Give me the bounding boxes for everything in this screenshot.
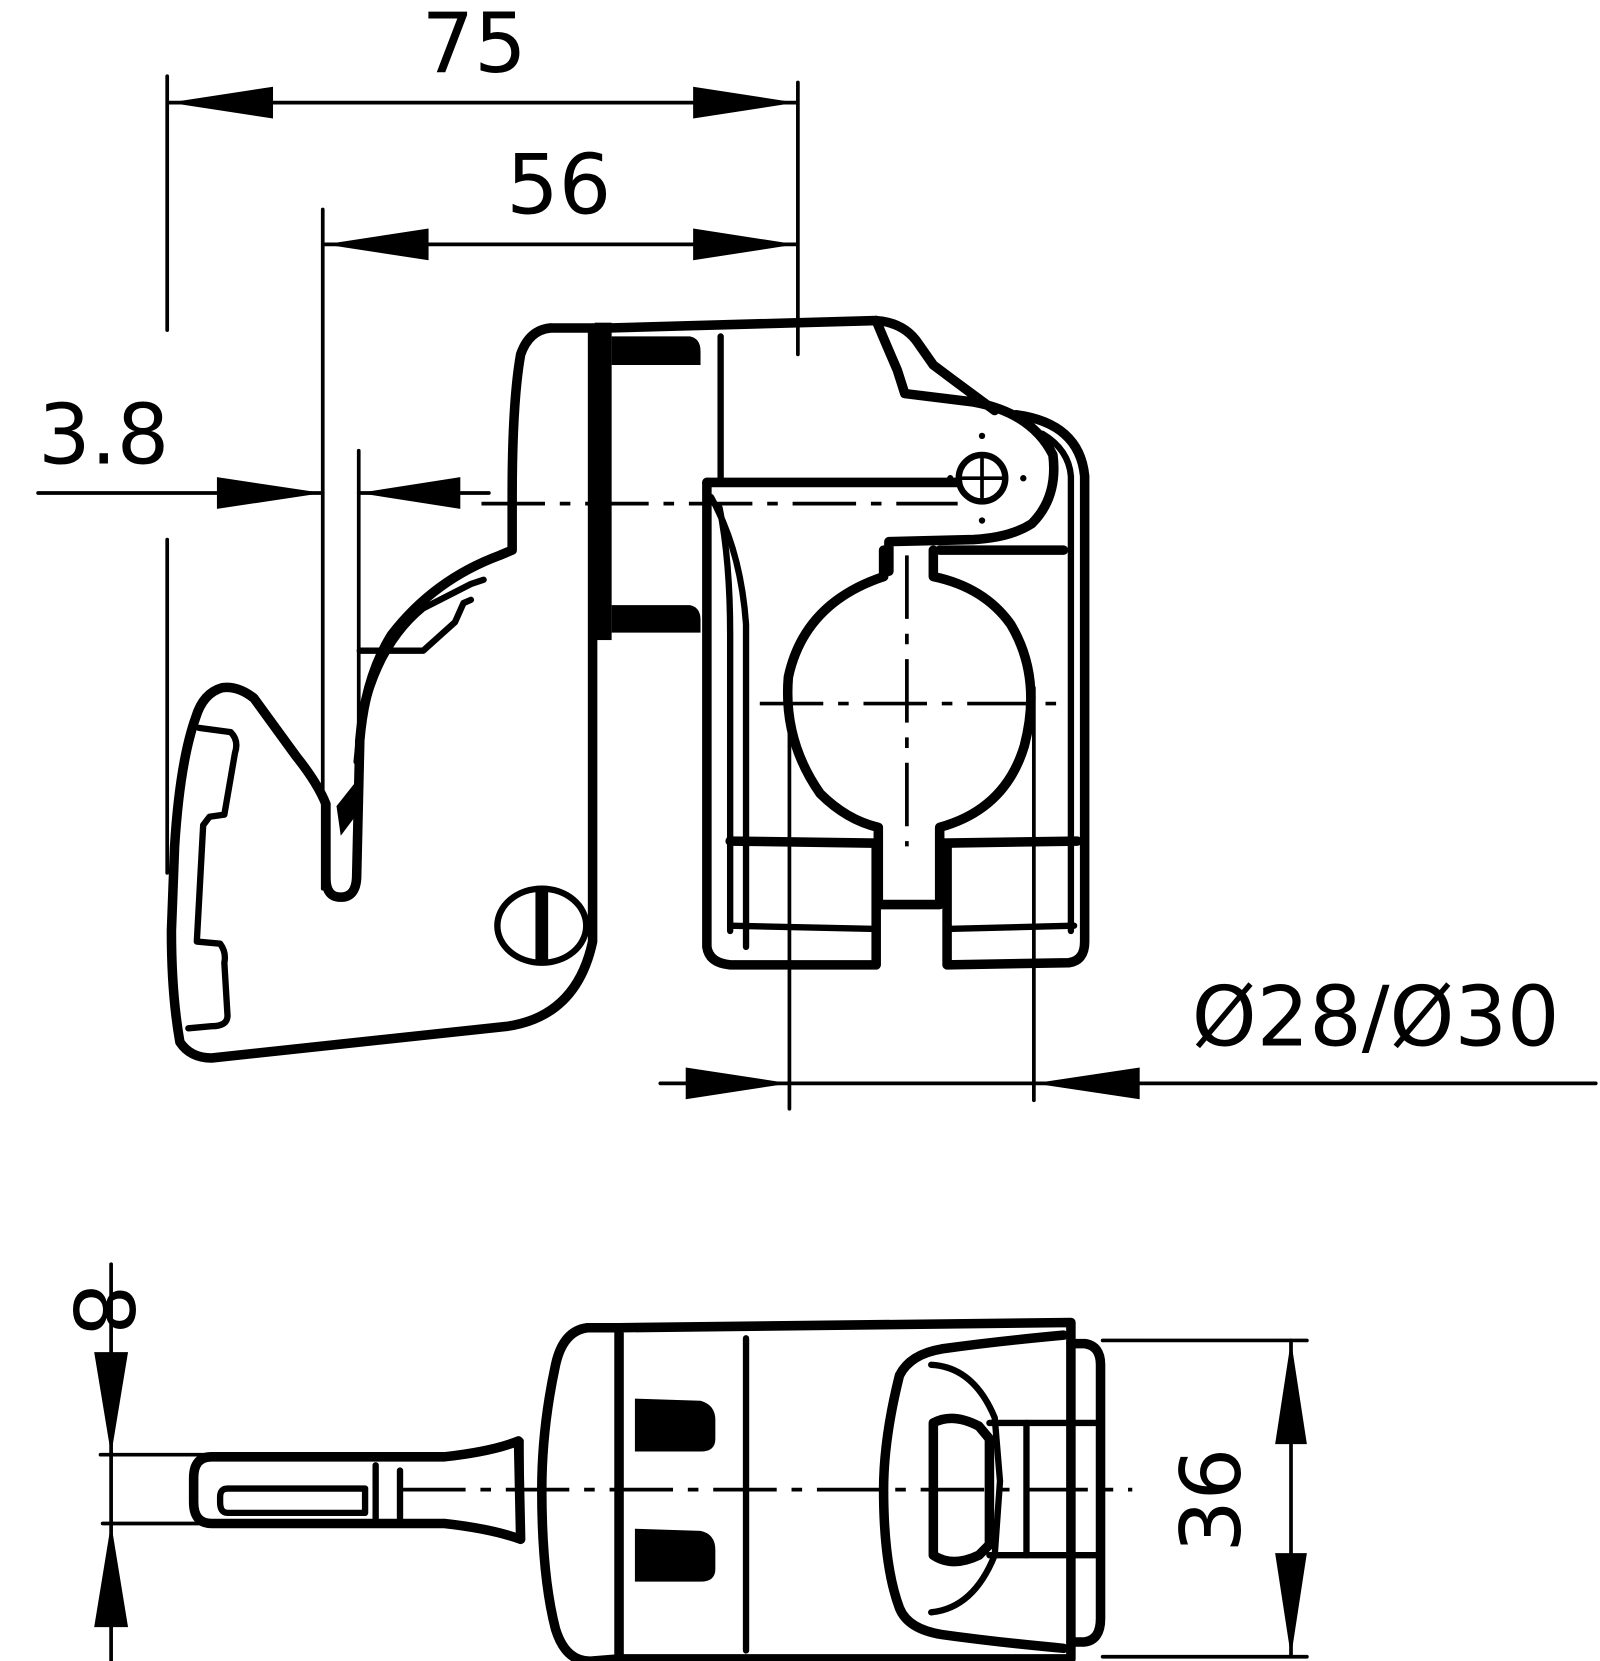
dimension-56-label: 56 (506, 138, 611, 234)
side-view-clamp (702, 315, 1090, 1111)
dimension-56: 56 (320, 138, 798, 891)
dimension-36: 36 (1100, 1338, 1309, 1659)
side-view-rail (594, 322, 724, 641)
dimension-36-label: 36 (1164, 1448, 1260, 1553)
side-view-latch-body (166, 315, 1000, 1063)
dimension-75-label: 75 (422, 0, 527, 92)
dimension-75: 75 (165, 0, 800, 357)
dimension-3-8-label: 3.8 (38, 387, 169, 483)
dimension-3-8: 3.8 (36, 387, 491, 828)
top-view-body (188, 1317, 1133, 1661)
dimension-diameter: Ø28/Ø30 (658, 969, 1598, 1100)
screw-icon (494, 885, 590, 966)
dimension-8-label: 8 (54, 1284, 150, 1336)
dimension-diameter-label: Ø28/Ø30 (1192, 969, 1560, 1065)
dimension-8: 8 (54, 1262, 214, 1661)
